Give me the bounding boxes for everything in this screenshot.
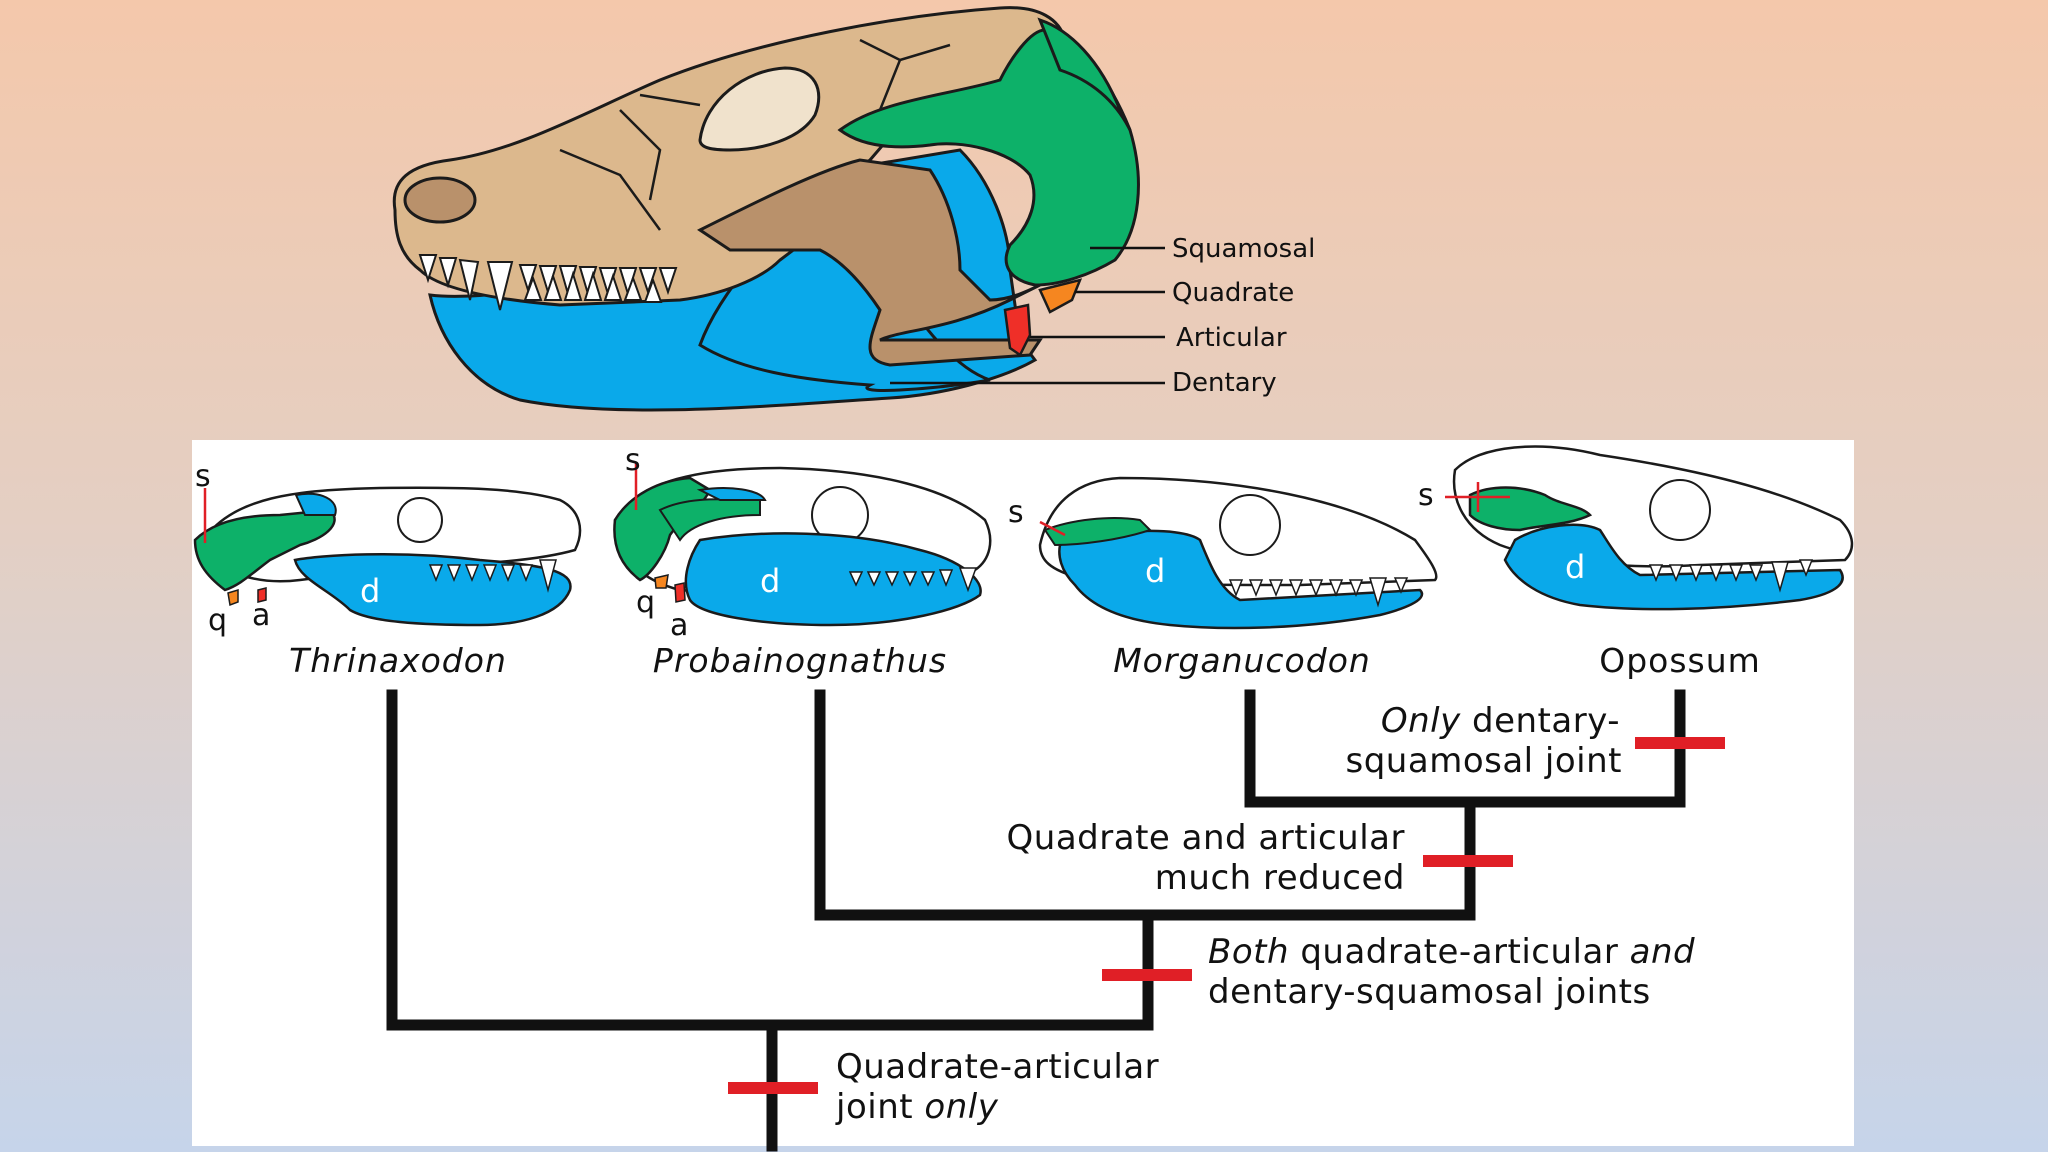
trait-mark-3	[1423, 855, 1513, 867]
taxon-name-morganucodon: Morganucodon	[1113, 641, 1371, 680]
main-orbit	[698, 66, 821, 152]
skull-opossum	[1445, 445, 1854, 611]
main-quadrate-bone	[1038, 278, 1083, 314]
label-dentary: Dentary	[1172, 368, 1277, 398]
main-squamosal-crest	[1037, 17, 1132, 131]
main-squamosal-bone	[837, 28, 1140, 287]
label-squamosal: Squamosal	[1172, 234, 1315, 264]
letter-s-morganucodon: s	[1008, 495, 1024, 530]
letter-d-probainognathus: d	[760, 562, 780, 600]
letter-a-thrinaxodon: a	[252, 598, 270, 633]
letter-d-morganucodon: d	[1145, 552, 1165, 590]
trait-4-line-2: squamosal joint	[1346, 741, 1622, 781]
letter-s-probainognathus: s	[625, 443, 641, 478]
trait-mark-1	[728, 1082, 818, 1094]
main-articular-bone	[1003, 303, 1032, 357]
trait-3-line-2: much reduced	[1155, 858, 1405, 898]
trait-mark-2	[1102, 969, 1192, 981]
trait-2-line-2: dentary-squamosal joints	[1208, 972, 1651, 1012]
letter-s-opossum: s	[1418, 478, 1434, 513]
taxon-name-opossum: Opossum	[1599, 641, 1761, 680]
letter-q-thrinaxodon: q	[208, 603, 227, 638]
letter-a-probainognathus: a	[670, 608, 688, 643]
main-leader-lines	[890, 246, 1165, 385]
main-lower-teeth	[523, 270, 663, 303]
main-sutures	[559, 38, 951, 231]
letter-s-thrinaxodon: s	[195, 459, 211, 494]
trait-mark-4	[1635, 737, 1725, 749]
trait-3-line-1: Quadrate and articular	[1007, 818, 1405, 858]
label-articular: Articular	[1176, 323, 1287, 353]
label-quadrate: Quadrate	[1172, 278, 1294, 308]
skull-thrinaxodon	[193, 486, 582, 627]
taxon-name-thrinaxodon: Thrinaxodon	[289, 641, 507, 680]
trait-1-line-1: Quadrate-articular	[836, 1047, 1159, 1087]
letter-q-probainognathus: q	[636, 585, 655, 620]
letter-d-opossum: d	[1565, 548, 1585, 586]
trait-2-line-1: Both quadrate-articular and	[1208, 932, 1695, 972]
skull-morganucodon	[1038, 476, 1438, 630]
skull-probainognathus	[613, 463, 992, 627]
letter-d-thrinaxodon: d	[360, 572, 380, 610]
trait-1-line-2: joint only	[835, 1087, 999, 1127]
trait-4-line-1: Only dentary-	[1381, 701, 1620, 741]
main-cheek-region	[697, 158, 1043, 367]
main-nostril	[403, 176, 477, 224]
taxon-name-probainognathus: Probainognathus	[653, 641, 947, 680]
main-skull-illustration: Squamosal Quadrate Articular Dentary	[392, 6, 1315, 412]
